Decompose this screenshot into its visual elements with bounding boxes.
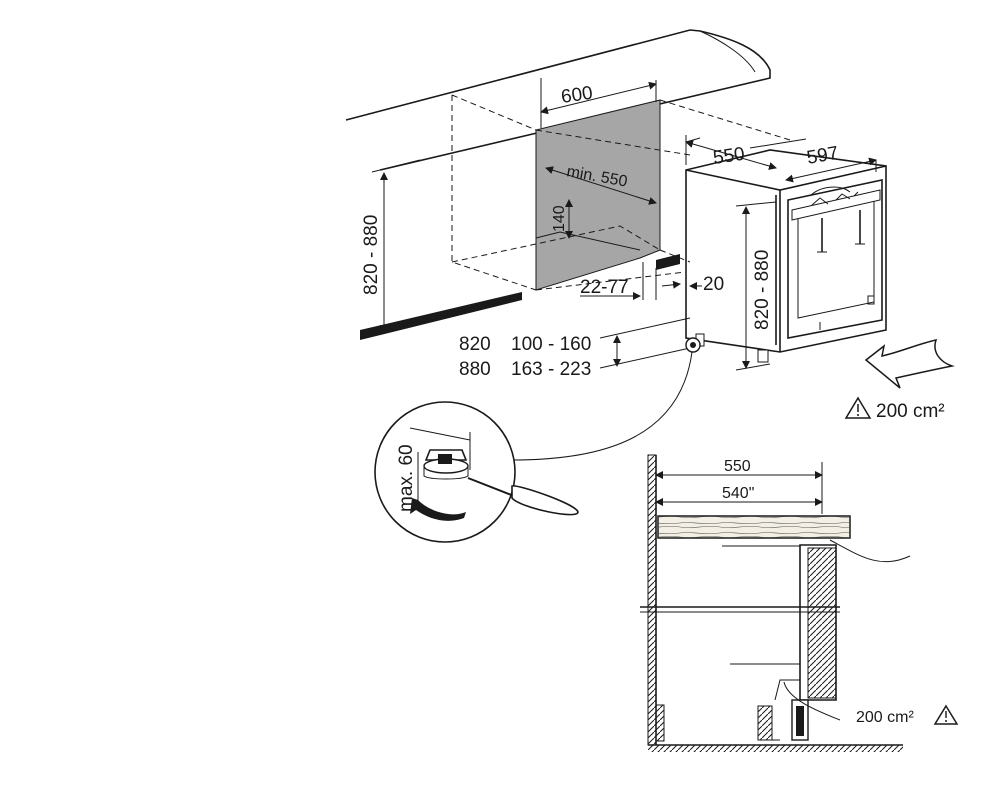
niche-140-label: 140 bbox=[551, 205, 568, 232]
foot-detail: max. 60 bbox=[374, 351, 693, 543]
side-gap-label: 20 bbox=[703, 274, 724, 295]
appliance-height-label: 820 - 880 bbox=[752, 250, 773, 330]
cabinet-height-dimension: 820 - 880 bbox=[361, 159, 421, 333]
height-table: 820 100 - 160 880 163 - 223 bbox=[459, 317, 691, 380]
rotate-arrow-icon bbox=[410, 498, 466, 521]
niche-width-label: 600 bbox=[560, 83, 594, 108]
screwdriver-icon bbox=[511, 485, 579, 516]
ventilation-label-section: 200 cm² bbox=[856, 709, 914, 726]
appliance-width-label: 597 bbox=[805, 143, 840, 169]
appliance-width-dimension: 597 bbox=[749, 138, 877, 183]
section-view bbox=[640, 454, 911, 752]
appliance-height-dimension: 820 - 880 bbox=[735, 201, 777, 371]
height-row-2-range: 163 - 223 bbox=[511, 359, 591, 380]
niche-width-dimension: 600 bbox=[540, 78, 657, 128]
plinth-left bbox=[360, 254, 680, 340]
worktop bbox=[345, 29, 771, 171]
section-depth-dimension: 550 540" bbox=[655, 458, 823, 514]
plinth-offset-label: 22-77 bbox=[580, 277, 629, 298]
height-row-2-height: 880 bbox=[459, 359, 491, 380]
ventilation-label-main: 200 cm² bbox=[876, 401, 945, 422]
niche-140-dimension: 140 bbox=[551, 199, 573, 239]
appliance-depth-label: 550 bbox=[712, 144, 746, 169]
appliance bbox=[685, 149, 887, 363]
plinth-offset-dimension: 22-77 20 bbox=[580, 262, 724, 300]
height-row-1-range: 100 - 160 bbox=[511, 334, 591, 355]
height-row-1-height: 820 bbox=[459, 334, 491, 355]
ventilation-note-main: 200 cm² bbox=[844, 396, 945, 422]
foot-adjust-label: max. 60 bbox=[396, 444, 417, 512]
niche-outline bbox=[451, 94, 791, 291]
niche-back-wall bbox=[535, 99, 661, 291]
ventilation-note-section: 200 cm² bbox=[856, 704, 959, 726]
appliance-depth-dimension: 550 bbox=[685, 135, 777, 170]
section-depth-label: 550 bbox=[724, 458, 751, 475]
airflow-arrow-icon bbox=[864, 338, 955, 389]
section-inner-depth-label: 540" bbox=[722, 485, 754, 502]
cabinet-height-label: 820 - 880 bbox=[361, 215, 382, 295]
